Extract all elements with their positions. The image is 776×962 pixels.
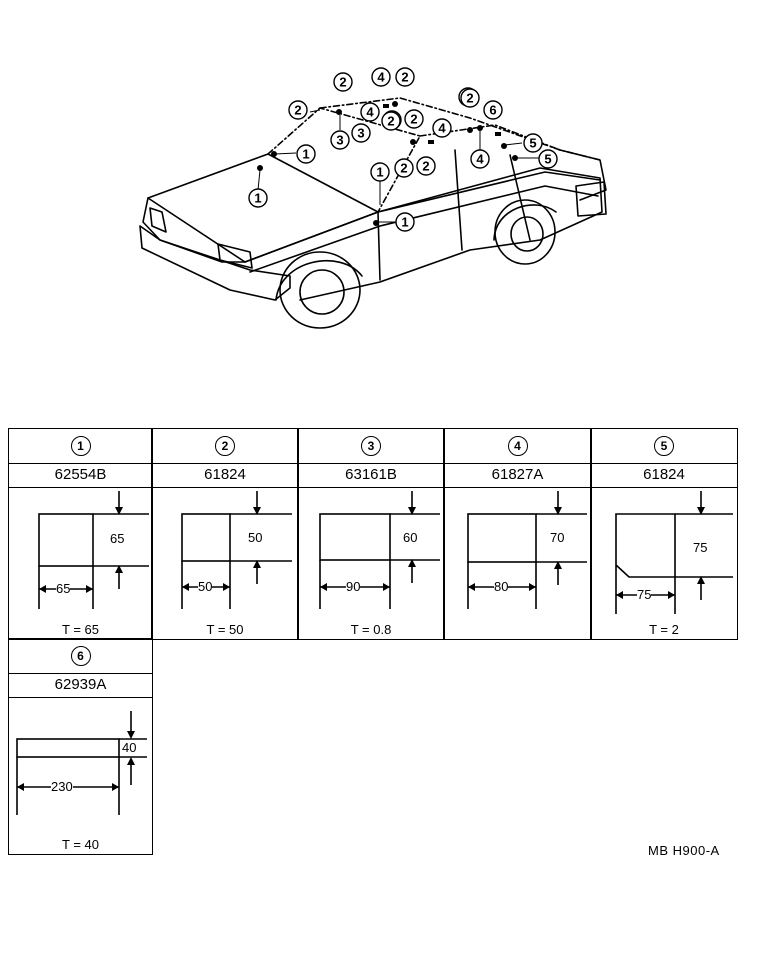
dim-height: 65 [110,531,125,546]
callout-circle [394,158,414,178]
callout-circle [333,72,353,92]
thickness: T = 65 [62,622,99,637]
callout-group: 24224233212124112426552 [248,67,558,232]
callout-circle [381,111,401,131]
car-bumper [139,225,291,301]
car-hood [147,153,379,263]
callout-label: 4 [377,70,385,85]
callout-label: 4 [438,121,446,136]
car-rear-wheel [494,199,556,265]
callout-label: 1 [376,165,383,180]
callout-circle [248,188,268,208]
callout-circle [432,118,452,138]
dim-height: 70 [550,530,565,545]
car-rear [575,181,607,217]
callout-circle [330,130,350,150]
callout-label: 1 [254,191,261,206]
thickness: T = 40 [62,837,99,852]
car-front-wheel [279,251,361,329]
callout-circle [371,67,391,87]
callout-label: 2 [294,103,301,118]
dim-height: 40 [122,740,137,755]
thickness: T = 50 [206,622,244,637]
callout-label: 2 [401,70,408,85]
part-number: 63161B [298,463,444,488]
part-number: 61824 [152,463,298,488]
dim-height: 50 [248,530,263,545]
callout-label: 2 [339,75,346,90]
callout-label: 3 [357,126,364,141]
part-cell-2: 2 61824 50 50 T = 50 [151,428,299,640]
callout-circle [288,100,308,120]
car-door-rear2 [509,154,531,241]
part-number: 62939A [9,673,152,698]
callout-circle [351,123,371,143]
thickness: T = 0.8 [350,622,392,637]
callout-label: 2 [422,159,429,174]
part-cell-5: 5 61824 75 75 T = 2 [590,428,738,640]
callout-label: 1 [401,215,408,230]
car-body-line [249,185,599,273]
dim-width: 75 [637,587,652,602]
callout-label: 6 [489,103,496,118]
dim-width: 65 [56,581,71,596]
car-illustration: 24224233212124112426552 [139,67,607,329]
callout-circle [523,133,543,153]
dim-height: 60 [403,530,418,545]
callout-circle [404,109,424,129]
car-grille [149,207,167,233]
callout-label: 5 [544,152,551,167]
part-cell-1: 1 62554B 65 65 T = 65 [8,428,153,640]
car-side [244,167,603,301]
part-number: 61827A [444,463,591,488]
dim-height: 75 [693,540,708,555]
car-trunk [559,149,607,201]
callout-badge: 4 [507,436,528,456]
car-door-rear [454,149,463,251]
callout-circle [395,67,415,87]
car-beltline [377,171,601,213]
part-number: 61824 [591,463,737,488]
part-number: 62554B [9,463,152,488]
part-cell-3: 3 63161B 60 90 T = 0.8 [297,428,445,640]
dim-width: 230 [51,779,73,794]
callout-label: 2 [410,112,417,127]
callout-circle [416,156,436,176]
callout-badge: 5 [654,436,674,456]
callout-circle [360,102,380,122]
callout-circle [538,149,558,169]
callout-circle [395,212,415,232]
callout-label: 2 [400,161,407,176]
callout-badge: 2 [215,436,235,456]
callout-circle [296,144,316,164]
callout-label: 4 [366,105,374,120]
dim-width: 50 [198,579,213,594]
callout-label: 1 [302,147,309,162]
dim-width: 80 [494,579,509,594]
callout-circle [460,88,480,108]
callout-label: 4 [476,152,484,167]
callout-label: 2 [387,114,394,129]
car-headlight [217,243,253,269]
callout-circle [483,100,503,120]
diagram-code: MB H900-A [648,843,720,858]
callout-label: 2 [466,91,473,106]
callout-badge: 6 [70,646,91,666]
part-cell-4: 4 61827A 70 80 [443,428,592,640]
part-cell-6: 6 62939A 40 230 T = 40 [8,638,153,855]
thickness: T = 2 [649,622,679,637]
callout-badge: 3 [361,436,381,456]
callout-badge: 1 [70,436,91,456]
callout-label: 5 [529,136,536,151]
dim-width: 90 [346,579,361,594]
callout-circle [470,149,490,169]
callout-label: 3 [336,133,343,148]
callout-circle [370,162,390,182]
